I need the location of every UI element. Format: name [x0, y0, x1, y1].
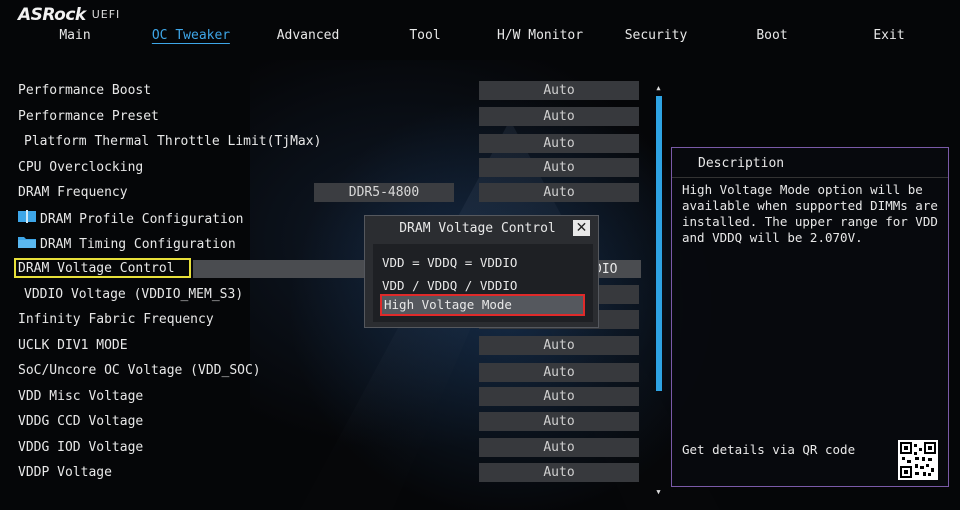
description-title: Description: [698, 156, 785, 171]
dialog-options: VDD = VDDQ = VDDIO VDD / VDDQ / VDDIO Hi…: [373, 244, 593, 322]
scroll-thumb[interactable]: [656, 96, 662, 391]
tab-hw-monitor[interactable]: H/W Monitor: [496, 28, 584, 43]
setting-value[interactable]: Auto: [479, 438, 639, 457]
setting-value[interactable]: Auto: [479, 134, 639, 153]
brand-sub: UEFI: [91, 8, 121, 21]
tab-exit[interactable]: Exit: [873, 28, 905, 43]
tab-main[interactable]: Main: [59, 28, 91, 43]
scroll-down-icon[interactable]: ▼: [656, 488, 661, 496]
setting-label: Performance Preset: [18, 109, 159, 124]
setting-row[interactable]: SoC/Uncore OC Voltage (VDD_SOC) Auto: [0, 360, 650, 382]
setting-value[interactable]: Auto: [479, 412, 639, 431]
setting-row[interactable]: UCLK DIV1 MODE Auto: [0, 335, 650, 357]
setting-value[interactable]: DIO: [594, 262, 618, 277]
settings-scrollbar[interactable]: ▲ ▼: [654, 84, 663, 498]
description-panel: Description High Voltage Mode option wil…: [671, 147, 949, 487]
submenu-row[interactable]: DRAM Timing Configuration: [0, 232, 650, 254]
tab-tool[interactable]: Tool: [409, 28, 441, 43]
dialog-title: DRAM Voltage Control: [399, 221, 556, 236]
setting-row[interactable]: Performance Boost Auto: [0, 80, 650, 102]
dram-voltage-dialog: DRAM Voltage Control ✕ VDD = VDDQ = VDDI…: [364, 215, 599, 328]
setting-label: SoC/Uncore OC Voltage (VDD_SOC): [18, 363, 261, 378]
tab-oc-tweaker[interactable]: OC Tweaker: [151, 28, 231, 44]
setting-value[interactable]: Auto: [479, 463, 639, 482]
setting-value[interactable]: Auto: [479, 81, 639, 100]
setting-label: VDDG CCD Voltage: [18, 414, 144, 429]
setting-label: DRAM Profile Configuration: [40, 212, 244, 227]
brand-name: ASRock: [18, 5, 86, 25]
setting-value[interactable]: Auto: [479, 107, 639, 126]
option-high-voltage-mode[interactable]: High Voltage Mode: [380, 294, 585, 316]
setting-row[interactable]: VDDG IOD Voltage Auto: [0, 437, 650, 459]
setting-label: DRAM Timing Configuration: [40, 237, 236, 252]
description-text: High Voltage Mode option will be availab…: [682, 182, 938, 245]
setting-label: Infinity Fabric Frequency: [18, 312, 214, 327]
option-vdd-separate[interactable]: VDD / VDDQ / VDDIO: [382, 278, 518, 293]
setting-label: VDDIO Voltage (VDDIO_MEM_S3): [24, 287, 244, 302]
setting-label: VDDG IOD Voltage: [18, 440, 144, 455]
setting-label: DRAM Frequency: [18, 185, 128, 200]
book-icon: [18, 210, 36, 227]
setting-label: CPU Overclocking: [18, 160, 144, 175]
qr-label: Get details via QR code: [682, 442, 856, 457]
setting-row[interactable]: Performance Preset Auto: [0, 106, 650, 128]
selection-highlight: [14, 258, 191, 278]
description-divider: [672, 177, 948, 178]
folder-icon: [18, 235, 36, 252]
tab-security[interactable]: Security: [624, 28, 688, 43]
setting-label: UCLK DIV1 MODE: [18, 338, 128, 353]
setting-row[interactable]: VDDG CCD Voltage Auto: [0, 411, 650, 433]
setting-row[interactable]: VDD Misc Voltage Auto: [0, 386, 650, 408]
scroll-up-icon[interactable]: ▲: [656, 84, 661, 92]
setting-value[interactable]: Auto: [479, 183, 639, 202]
option-vdd-equal[interactable]: VDD = VDDQ = VDDIO: [382, 255, 518, 270]
qr-code-icon[interactable]: [898, 440, 938, 480]
setting-row[interactable]: CPU Overclocking Auto: [0, 157, 650, 179]
setting-value[interactable]: Auto: [479, 363, 639, 382]
brand-logo: ASRock UEFI: [18, 5, 120, 25]
setting-label: Performance Boost: [18, 83, 152, 98]
setting-label: VDDP Voltage: [18, 465, 112, 480]
close-icon[interactable]: ✕: [573, 220, 590, 236]
tab-advanced[interactable]: Advanced: [276, 28, 340, 43]
setting-value[interactable]: Auto: [479, 336, 639, 355]
setting-value[interactable]: Auto: [479, 387, 639, 406]
setting-label: DRAM Voltage Control: [18, 261, 175, 276]
setting-row[interactable]: Platform Thermal Throttle Limit(TjMax) A…: [0, 131, 650, 153]
setting-row[interactable]: VDDP Voltage Auto: [0, 462, 650, 484]
setting-row[interactable]: DRAM Frequency DDR5-4800 Auto: [0, 182, 650, 204]
dram-frequency-info: DDR5-4800: [314, 183, 454, 202]
submenu-row[interactable]: DRAM Profile Configuration: [0, 207, 650, 229]
tab-boot[interactable]: Boot: [756, 28, 788, 43]
top-tabs: Main OC Tweaker Advanced Tool H/W Monito…: [0, 28, 960, 48]
setting-label: VDD Misc Voltage: [18, 389, 144, 404]
setting-label: Platform Thermal Throttle Limit(TjMax): [24, 134, 322, 149]
setting-value[interactable]: Auto: [479, 158, 639, 177]
